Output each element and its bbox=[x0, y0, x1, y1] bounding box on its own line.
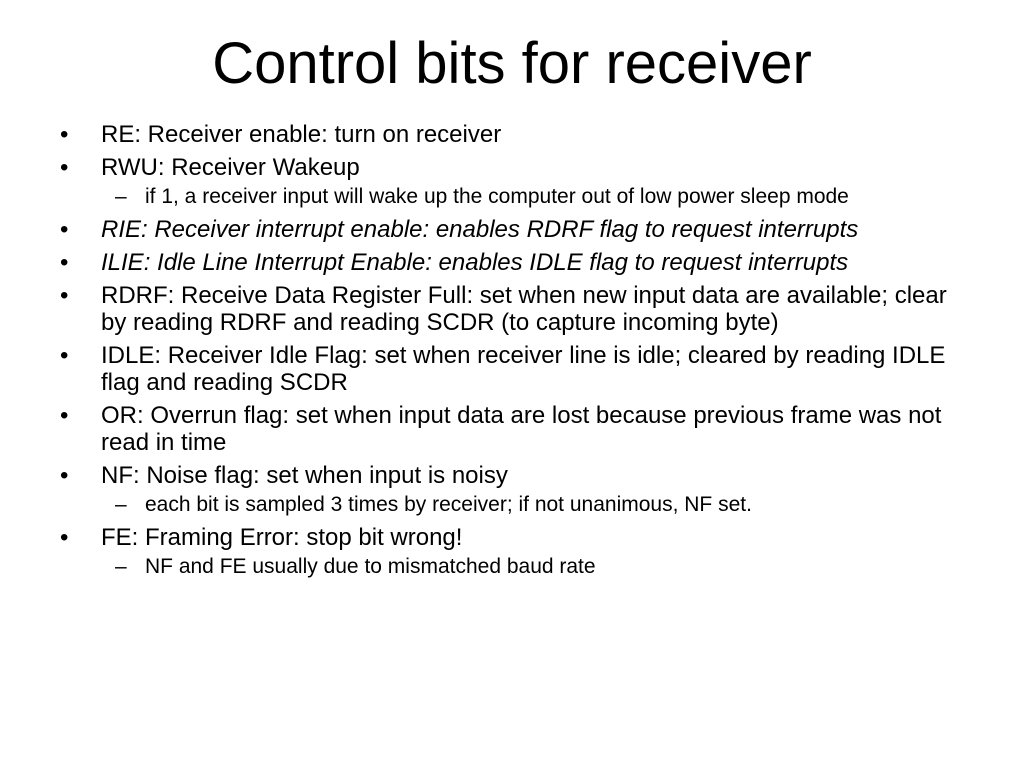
bullet-icon: • bbox=[60, 154, 69, 181]
bullet-icon: • bbox=[60, 216, 69, 243]
bullet-text: FE: Framing Error: stop bit wrong! bbox=[101, 524, 463, 551]
bullet-text: IDLE: Receiver Idle Flag: set when recei… bbox=[101, 342, 946, 396]
dash-icon: – bbox=[115, 555, 127, 578]
bullet-text: RDRF: Receive Data Register Full: set wh… bbox=[101, 282, 947, 336]
sub-bullet-nf: – each bit is sampled 3 times by receive… bbox=[60, 493, 960, 517]
bullet-item-idle: • IDLE: Receiver Idle Flag: set when rec… bbox=[60, 342, 960, 396]
bullet-icon: • bbox=[60, 462, 69, 489]
dash-icon: – bbox=[115, 185, 127, 208]
bullet-item-re: • RE: Receiver enable: turn on receiver bbox=[60, 121, 960, 148]
sub-bullet-text: NF and FE usually due to mismatched baud… bbox=[145, 555, 596, 578]
bullet-text: ILIE: Idle Line Interrupt Enable: enable… bbox=[101, 249, 849, 276]
bullet-text: RIE: Receiver interrupt enable: enables … bbox=[101, 216, 859, 243]
bullet-item-rwu: • RWU: Receiver Wakeup bbox=[60, 154, 960, 181]
bullet-icon: • bbox=[60, 282, 69, 309]
bullet-item-rdrf: • RDRF: Receive Data Register Full: set … bbox=[60, 282, 960, 336]
dash-icon: – bbox=[115, 493, 127, 516]
bullet-text: OR: Overrun flag: set when input data ar… bbox=[101, 402, 942, 456]
bullet-item-fe: • FE: Framing Error: stop bit wrong! bbox=[60, 524, 960, 551]
sub-bullet-text: if 1, a receiver input will wake up the … bbox=[145, 185, 849, 208]
bullet-icon: • bbox=[60, 121, 69, 148]
bullet-item-ilie: • ILIE: Idle Line Interrupt Enable: enab… bbox=[60, 249, 960, 276]
bullet-text: RE: Receiver enable: turn on receiver bbox=[101, 121, 502, 148]
sub-bullet-rwu: – if 1, a receiver input will wake up th… bbox=[60, 185, 960, 209]
bullet-text: NF: Noise flag: set when input is noisy bbox=[101, 462, 508, 489]
sub-bullet-text: each bit is sampled 3 times by receiver;… bbox=[145, 493, 752, 516]
bullet-list: • RE: Receiver enable: turn on receiver … bbox=[60, 121, 960, 586]
bullet-icon: • bbox=[60, 402, 69, 429]
bullet-icon: • bbox=[60, 524, 69, 551]
bullet-item-or: • OR: Overrun flag: set when input data … bbox=[60, 402, 960, 456]
bullet-item-rie: • RIE: Receiver interrupt enable: enable… bbox=[60, 216, 960, 243]
sub-bullet-fe: – NF and FE usually due to mismatched ba… bbox=[60, 555, 960, 579]
bullet-item-nf: • NF: Noise flag: set when input is nois… bbox=[60, 462, 960, 489]
bullet-text: RWU: Receiver Wakeup bbox=[101, 154, 360, 181]
slide-title: Control bits for receiver bbox=[212, 31, 812, 96]
bullet-icon: • bbox=[60, 342, 69, 369]
bullet-icon: • bbox=[60, 249, 69, 276]
